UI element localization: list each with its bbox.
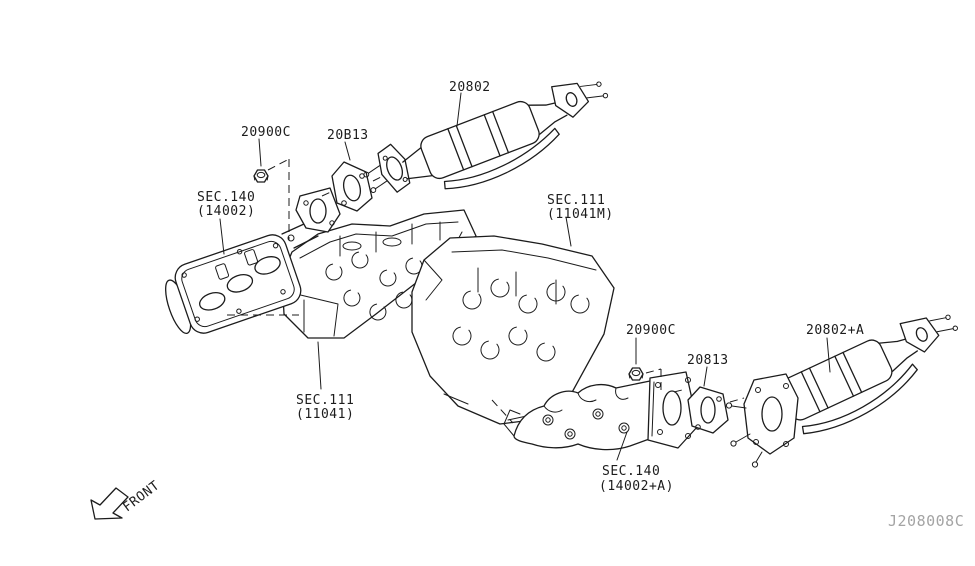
label-manifold-rear-sec: SEC.140 <box>602 464 660 479</box>
label-catalyst-rear: 20802+A <box>806 323 864 338</box>
part-catalyst-rear-20802a <box>725 314 958 468</box>
manifold-front-outlet-flange <box>295 187 341 233</box>
label-catalyst-front: 20802 <box>449 80 491 95</box>
label-manifold-front-sec: SEC.140 <box>197 190 255 205</box>
part-exhaust-manifold-front <box>165 187 341 335</box>
part-nut-rear-20900c <box>628 367 644 381</box>
part-gasket-rear-20813 <box>687 386 729 434</box>
leader-lines <box>219 92 831 461</box>
part-cylinder-head-front <box>281 209 477 339</box>
label-nut-front: 20900C <box>241 125 291 140</box>
part-nut-front-20900c <box>253 169 269 183</box>
assembly-dashed-lines <box>227 158 745 424</box>
label-nut-rear: 20900C <box>626 323 676 338</box>
part-cylinder-head-rear <box>411 235 615 425</box>
catalyst-rear-heat-shield <box>801 363 918 435</box>
label-manifold-rear-num: (14002+A) <box>599 479 674 494</box>
label-gasket-front: 20B13 <box>327 128 369 143</box>
manifold-rear-outlet-flange <box>647 371 699 449</box>
catalyst-rear-inlet-flange <box>743 373 799 455</box>
catalyst-front-body <box>420 100 540 180</box>
part-labels: 20802 20900C 20B13 SEC.140 (14002) SEC.1… <box>197 80 864 494</box>
catalyst-front-bracket <box>551 82 590 118</box>
label-manifold-front-num: (14002) <box>197 204 255 219</box>
catalyst-front-inlet-flange <box>377 143 411 193</box>
front-direction-indicator: FRONT <box>90 478 163 520</box>
label-gasket-rear: 20813 <box>687 353 729 368</box>
front-arrow-icon <box>90 487 129 520</box>
drawing-code: J208008C <box>888 512 964 530</box>
label-head-front-num: (11041) <box>296 407 354 422</box>
label-head-rear-num: (11041M) <box>547 207 614 222</box>
catalyst-front-heat-shield <box>443 127 560 190</box>
manifold-front-outlet-pipe <box>281 223 319 249</box>
label-head-rear-sec: SEC.111 <box>547 193 605 208</box>
part-exhaust-manifold-rear <box>503 371 699 451</box>
label-head-front-sec: SEC.111 <box>296 393 354 408</box>
part-catalyst-front-20802 <box>363 81 609 193</box>
catalyst-rear-bracket <box>899 317 940 353</box>
part-gasket-front-20b13 <box>331 161 373 212</box>
